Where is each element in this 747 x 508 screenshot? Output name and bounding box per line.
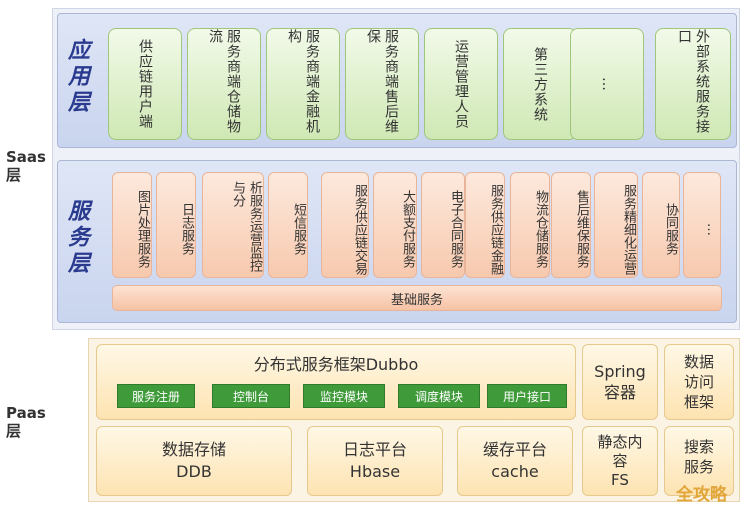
search-service-box: 搜索 服务 — [664, 426, 734, 496]
service-item: 服务供应链交易 — [321, 172, 369, 278]
app-item: 第三方系统 — [503, 28, 577, 140]
service-item: 协同服务 — [642, 172, 680, 278]
app-item: … — [570, 28, 644, 140]
cache-box: 缓存平台 cache — [457, 426, 573, 496]
app-item: 运营管理人员 — [424, 28, 498, 140]
service-item: 短信服务 — [268, 172, 308, 278]
service-item: 服务供应链金融 — [465, 172, 505, 278]
dubbo-btn-console: 控制台 — [212, 384, 290, 408]
dubbo-btn-scheduler: 调度模块 — [398, 384, 480, 408]
app-item: 服务商端售后维保 — [345, 28, 419, 140]
service-item: … — [683, 172, 721, 278]
base-service-bar: 基础服务 — [112, 285, 722, 311]
saas-label: Saas 层 — [6, 148, 46, 184]
spring-container-box: Spring 容器 — [582, 344, 658, 420]
service-item: 物流仓储服务 — [510, 172, 550, 278]
hbase-box: 日志平台 Hbase — [307, 426, 443, 496]
service-item: 服务精细化运营 — [594, 172, 638, 278]
static-content-fs-box: 静态内 容 FS — [582, 426, 658, 496]
service-item: 图片处理服务 — [112, 172, 152, 278]
ddb-box: 数据存储 DDB — [96, 426, 292, 496]
dubbo-title: 分布式服务框架Dubbo — [253, 355, 419, 374]
service-item: 电子合同服务 — [421, 172, 465, 278]
service-item: 售后维保服务 — [551, 172, 591, 278]
dubbo-panel: 分布式服务框架Dubbo — [96, 344, 576, 420]
app-item: 外部系统服务接口 — [655, 28, 731, 140]
watermark-text: 全攻略 — [676, 485, 727, 505]
dubbo-btn-register: 服务注册 — [117, 384, 195, 408]
dubbo-btn-monitor: 监控模块 — [303, 384, 385, 408]
service-item: 大额支付服务 — [373, 172, 417, 278]
data-access-framework-box: 数据 访问 框架 — [664, 344, 734, 420]
app-item: 供应链用户端 — [108, 28, 182, 140]
service-item: 日志服务 — [156, 172, 196, 278]
service-item: 析服务运营监控与分 — [202, 172, 264, 278]
app-item: 服务商端金融机构 — [266, 28, 340, 140]
service-layer-title: 服务层 — [64, 199, 89, 277]
paas-label: Paas 层 — [6, 404, 46, 440]
app-layer-title: 应用层 — [64, 38, 89, 116]
app-item: 服务商端仓储物流 — [187, 28, 261, 140]
dubbo-btn-user-interface: 用户接口 — [487, 384, 567, 408]
